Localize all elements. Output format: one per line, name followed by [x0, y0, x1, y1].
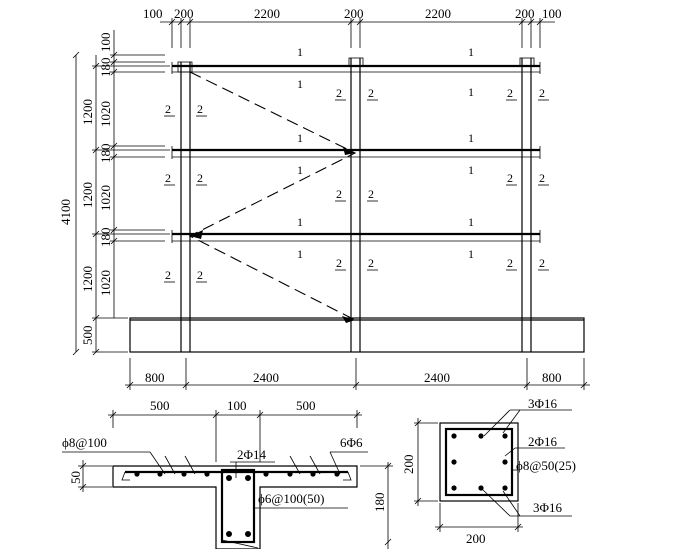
- dim-overall-height: 4100: [58, 199, 73, 225]
- column-rebars: [451, 433, 508, 491]
- section-mark-1: 1: [297, 163, 303, 177]
- beam-section-markers: 1 1 1 1 1 1 1 1 1 1 1 1: [297, 45, 474, 261]
- section-mark-2: 2: [368, 86, 374, 100]
- dim-flange-depth: 50: [68, 471, 83, 484]
- dim-top-200-left: 200: [174, 6, 194, 21]
- section-mark-1: 1: [297, 131, 303, 145]
- section-mark-1: 1: [297, 247, 303, 261]
- left-dimension-chains: 4100 1200 1200 1200 500 100 180: [58, 30, 170, 356]
- column-left: [177, 61, 193, 352]
- column-stirrup-label: ϕ8@50(25): [516, 458, 576, 473]
- column-mid-bars-label: 2Φ16: [528, 434, 558, 449]
- section-mark-2: 2: [539, 171, 545, 185]
- section-mark-1: 1: [468, 131, 474, 145]
- section-mark-2: 2: [336, 256, 342, 270]
- section-mark-2: 2: [165, 102, 171, 116]
- section-mark-2: 2: [507, 171, 513, 185]
- dim-top-2200-left: 2200: [254, 6, 280, 21]
- section-mark-2: 2: [165, 268, 171, 282]
- section-mark-2: 2: [368, 187, 374, 201]
- web-stirrup: [220, 468, 256, 544]
- dim-top-100: 100: [98, 33, 113, 53]
- load-path-dashed: [188, 71, 357, 323]
- dim-bottom-2400-left: 2400: [253, 370, 279, 385]
- section-mark-2: 2: [165, 171, 171, 185]
- section-mark-2: 2: [539, 86, 545, 100]
- dim-top-2200-right: 2200: [425, 6, 451, 21]
- bottom-dimension-chain: 800 2400 2400 800: [125, 358, 590, 390]
- beam-stirrup-flange-label: ϕ8@100: [62, 435, 107, 450]
- dim-level-bot: 1200: [80, 266, 95, 292]
- dim-inner-1020-bot: 1020: [98, 270, 113, 296]
- dim-top-200-mid: 200: [344, 6, 364, 21]
- beam-top-bars-label: 6Φ6: [340, 435, 363, 450]
- section-mark-2: 2: [507, 256, 513, 270]
- section-mark-2: 2: [336, 187, 342, 201]
- section-mark-1: 1: [468, 163, 474, 177]
- beam-level-1: [171, 230, 541, 243]
- column-bottom-bars-label: 3Φ16: [533, 500, 563, 515]
- dim-column-width: 200: [466, 531, 486, 546]
- section-mark-2: 2: [197, 102, 203, 116]
- dim-slab-180-top: 180: [98, 58, 113, 78]
- dim-top-200-right: 200: [515, 6, 535, 21]
- dim-bottom-2400-right: 2400: [424, 370, 450, 385]
- beam-level-3: [171, 62, 541, 74]
- section-mark-1: 1: [468, 215, 474, 229]
- dim-base: 500: [80, 326, 95, 346]
- column-middle: [348, 57, 364, 352]
- beam-cross-section: 500 100 500: [62, 398, 393, 549]
- section-mark-2: 2: [507, 86, 513, 100]
- dim-bottom-800-left: 800: [145, 370, 165, 385]
- dim-inner-1020-mid: 1020: [98, 185, 113, 211]
- section-mark-2: 2: [368, 256, 374, 270]
- beam-web-stirrup-label: ϕ6@100(50): [258, 491, 324, 506]
- section-mark-1: 1: [297, 215, 303, 229]
- column-stirrup: [444, 427, 514, 497]
- dim-column-height: 200: [401, 455, 416, 475]
- dim-level-mid: 1200: [80, 182, 95, 208]
- dim-bottom-800-right: 800: [542, 370, 562, 385]
- dim-slab-180-bot: 180: [98, 228, 113, 248]
- flange-rebars: [134, 471, 340, 477]
- dim-top-100-right: 100: [542, 6, 562, 21]
- section-mark-1: 1: [297, 77, 303, 91]
- dim-flange-right: 500: [296, 398, 316, 413]
- dim-top-100-left: 100: [143, 6, 163, 21]
- foundation-beam: [129, 317, 585, 353]
- dim-inner-1020-top: 1020: [98, 101, 113, 127]
- beam-web-bars-label: 2Φ14: [237, 447, 267, 462]
- section-mark-2: 2: [539, 256, 545, 270]
- section-mark-1: 1: [468, 85, 474, 99]
- beam-level-2: [171, 146, 541, 159]
- column-outline: [439, 422, 519, 502]
- section-mark-2: 2: [197, 171, 203, 185]
- dim-web-width: 100: [227, 398, 247, 413]
- section-mark-underlines: [164, 99, 549, 283]
- dim-web-depth: 180: [372, 493, 387, 513]
- top-dimension-chain: 100 200 2200 200 2200 200 100: [143, 6, 562, 48]
- section-mark-1: 1: [297, 45, 303, 59]
- dim-flange-left: 500: [150, 398, 170, 413]
- section-mark-1: 1: [468, 45, 474, 59]
- frame-elevation: 1 1 1 1 1 1 1 1 1 1 1 1 2 2 2 2 2 2 2 2 …: [129, 45, 585, 353]
- column-right: [519, 57, 535, 352]
- column-section-markers: 2 2 2 2 2 2 2 2 2 2 2 2 2 2 2 2 2 2: [165, 86, 545, 282]
- section-mark-2: 2: [336, 86, 342, 100]
- section-mark-2: 2: [197, 268, 203, 282]
- dim-level-top: 1200: [80, 99, 95, 125]
- column-top-bars-label: 3Φ16: [528, 396, 558, 411]
- column-cross-section: 3Φ16 2Φ16 ϕ8@50(25) 3Φ16 200 200: [401, 396, 576, 546]
- section-mark-1: 1: [468, 247, 474, 261]
- dim-slab-180-mid: 180: [98, 144, 113, 164]
